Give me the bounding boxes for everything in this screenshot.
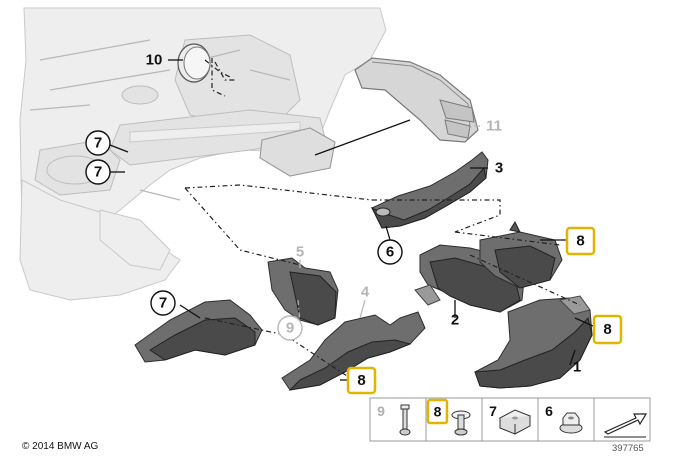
flange-nut-icon: [559, 412, 583, 434]
legend-cell-7: 7: [481, 397, 539, 442]
arrow-icon: [603, 413, 648, 438]
nut-icon: [451, 410, 471, 436]
legend-number-8: 8: [434, 404, 442, 420]
screw-icon: [399, 404, 411, 436]
callout-6-label: 6: [386, 244, 394, 261]
callout-4: 4: [361, 284, 370, 301]
callout-7-lower: 7: [150, 290, 176, 316]
callout-8-lower: 8: [346, 366, 377, 395]
copyright-text: © 2014 BMW AG: [22, 441, 99, 452]
callout-9-label: 9: [286, 320, 294, 337]
callout-8-right: 8: [592, 314, 623, 345]
legend-number-9: 9: [377, 403, 385, 419]
fastener-legend: 9 8 7: [369, 397, 651, 442]
part-plug-10: [177, 43, 233, 97]
assembly-lines: [184, 61, 581, 379]
part-bracket-11: [354, 57, 479, 143]
callout-7-upper-b-label: 7: [94, 164, 102, 181]
callout-8-right-label: 8: [603, 321, 611, 338]
callout-11: 11: [486, 118, 502, 135]
leader-lines: [109, 59, 594, 381]
diagram-number: 397765: [612, 443, 644, 454]
callout-7-upper-a: 7: [85, 130, 111, 156]
legend-cell-arrow: [593, 397, 651, 442]
part-heat-shield-upper: [479, 220, 563, 289]
part-bracket-7: [134, 299, 263, 363]
legend-number-6: 6: [545, 403, 553, 419]
callout-8-upper: 8: [565, 226, 596, 256]
part-heat-shield-5: [267, 257, 339, 326]
part-heat-shield-3: [370, 151, 489, 229]
legend-number-7: 7: [489, 403, 497, 419]
callout-3: 3: [495, 160, 503, 177]
part-heat-shield-4: [281, 311, 426, 391]
callout-2: 2: [451, 312, 459, 329]
legend-cell-8: 8: [425, 397, 483, 442]
callout-6: 6: [377, 239, 403, 265]
callout-9: 9: [277, 315, 303, 341]
legend-cell-9: 9: [369, 397, 427, 442]
body-bracket-ghost: [259, 127, 336, 177]
clip-nut-icon: [498, 409, 532, 435]
callout-10: 10: [146, 52, 163, 69]
legend-cell-6: 6: [537, 397, 595, 442]
callout-8-upper-label: 8: [576, 233, 584, 250]
callout-7-upper-a-label: 7: [94, 135, 102, 152]
callout-1: 1: [573, 359, 581, 376]
callout-7-lower-label: 7: [159, 295, 167, 312]
part-heat-shield-1: [474, 295, 593, 389]
callout-7-upper-b: 7: [85, 159, 111, 185]
callout-8-lower-label: 8: [357, 372, 365, 389]
callout-5: 5: [296, 244, 304, 261]
